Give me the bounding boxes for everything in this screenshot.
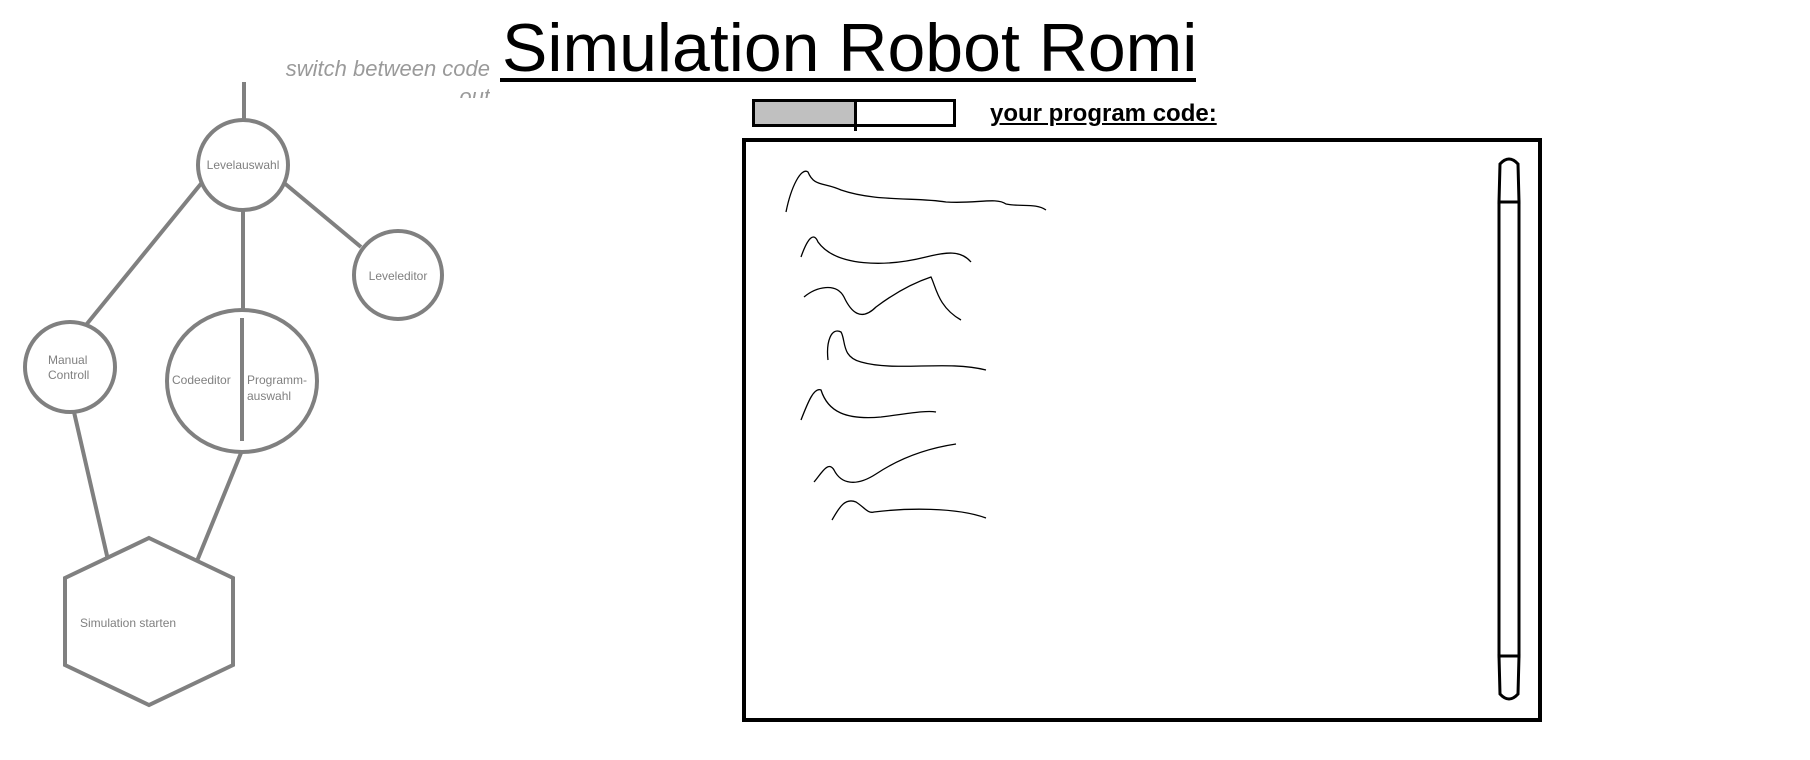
node-levelauswahl[interactable]: Levelauswahl (196, 118, 290, 212)
edge-codeeditor-simulation (195, 452, 243, 562)
edge-levelauswahl-manual (84, 178, 206, 327)
title-underline (500, 78, 1196, 82)
handwritten-code-scribbles (785, 170, 1047, 521)
node-label-programm-line1: Programm- (247, 373, 307, 387)
code-scribble-line (785, 170, 1047, 213)
program-code-label: your program code: (990, 100, 1217, 127)
mode-toggle-switch[interactable] (752, 99, 956, 131)
node-manual-controll[interactable]: Manual Controll (23, 320, 117, 414)
code-scribble-line (826, 330, 987, 371)
mode-toggle-fill (755, 102, 857, 124)
node-leveleditor[interactable]: Leveleditor (352, 229, 444, 321)
node-label-codeeditor: Codeeditor (172, 373, 231, 387)
scrollbar-down-arrow[interactable] (1497, 654, 1521, 701)
edge-manual-simulation (72, 411, 110, 561)
hint-line-2: out (459, 84, 490, 98)
mode-switch-hint: switch between code out (250, 55, 490, 98)
code-scribble-line (831, 500, 987, 521)
navigation-diagram: Levelauswahl Leveleditor Manual Controll… (23, 82, 444, 708)
node-codeeditor-programmauswahl[interactable]: Codeeditor Programm- auswahl (165, 308, 319, 454)
mode-toggle-knob[interactable] (854, 99, 857, 131)
code-scribble-line (800, 236, 972, 264)
code-scribble-line (800, 389, 937, 421)
code-scribble-line (803, 276, 962, 321)
program-code-editor[interactable] (742, 138, 1542, 722)
scrollbar-up-arrow[interactable] (1497, 157, 1521, 204)
node-label-programm-line2: auswahl (247, 389, 291, 403)
node-label-leveleditor: Leveleditor (369, 269, 428, 283)
node-simulation-starten[interactable]: Simulation starten (63, 535, 235, 708)
edge-levelauswahl-leveleditor (281, 180, 363, 249)
node-label-manual-line2: Controll (48, 368, 89, 382)
vertical-scrollbar[interactable] (1496, 152, 1522, 706)
hint-line-1: switch between code (285, 56, 490, 81)
code-scribble-line (813, 443, 957, 483)
page-title: Simulation Robot Romi (502, 10, 1198, 86)
node-label-simulation: Simulation starten (80, 616, 176, 630)
node-label-levelauswahl: Levelauswahl (207, 158, 280, 172)
node-label-manual-line1: Manual (48, 353, 87, 367)
scrollbar-track[interactable] (1497, 200, 1521, 658)
